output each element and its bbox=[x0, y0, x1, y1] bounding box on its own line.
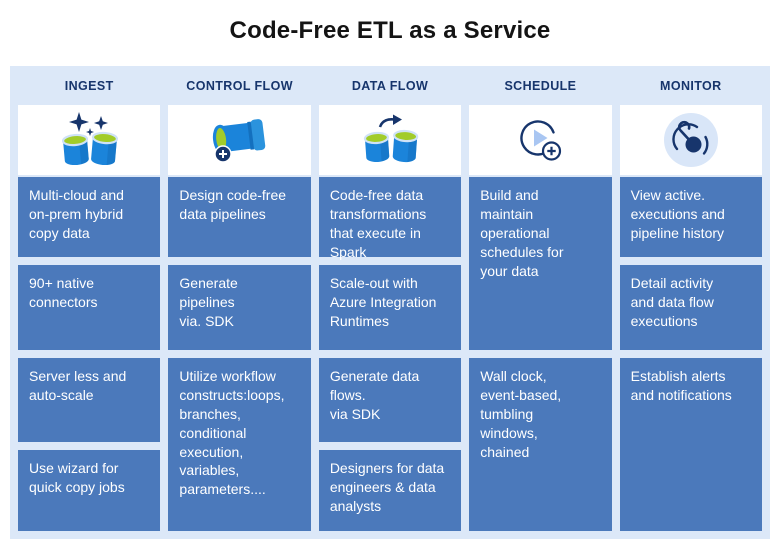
feature-cell: Generate data flows. via SDK bbox=[318, 358, 462, 442]
schedule-clock-plus-icon bbox=[510, 112, 570, 168]
cell-list: Build and maintain operational schedules… bbox=[469, 175, 612, 531]
cell-list: View active. executions and pipeline his… bbox=[619, 175, 763, 531]
icon-cell bbox=[619, 105, 763, 175]
feature-cell: Design code-free data pipelines bbox=[168, 177, 311, 257]
page-title: Code-Free ETL as a Service bbox=[229, 17, 551, 44]
feature-cell: Multi-cloud and on-prem hybrid copy data bbox=[18, 177, 161, 257]
cell-list: Multi-cloud and on-prem hybrid copy data… bbox=[18, 175, 161, 531]
feature-cell: Generate pipelines via. SDK bbox=[168, 265, 311, 350]
column-ingest: INGEST bbox=[18, 66, 161, 531]
column-schedule: SCHEDULE Build and maintain operational … bbox=[469, 66, 612, 531]
feature-cell: Use wizard for quick copy jobs bbox=[18, 450, 161, 531]
column-header-ingest: INGEST bbox=[64, 78, 114, 93]
icon-cell bbox=[168, 105, 311, 175]
feature-cell: Code-free data transformations that exec… bbox=[318, 177, 462, 260]
feature-cell: Scale-out with Azure Integration Runtime… bbox=[318, 265, 462, 350]
data-flow-transfer-icon bbox=[359, 111, 421, 169]
feature-cell: View active. executions and pipeline his… bbox=[619, 177, 763, 257]
feature-cell: Build and maintain operational schedules… bbox=[469, 177, 612, 350]
column-header-control-flow: CONTROL FLOW bbox=[186, 78, 293, 93]
monitor-gauge-icon bbox=[661, 110, 721, 170]
column-header-monitor: MONITOR bbox=[660, 78, 722, 93]
cell-list: Code-free data transformations that exec… bbox=[318, 175, 462, 531]
column-header-schedule: SCHEDULE bbox=[504, 78, 577, 93]
feature-cell: Detail activity and data flow executions bbox=[619, 265, 763, 350]
icon-cell bbox=[469, 105, 612, 175]
icon-cell bbox=[318, 105, 462, 175]
feature-cell: Establish alerts and notifications bbox=[619, 358, 763, 531]
feature-cell: Server less and auto-scale bbox=[18, 358, 161, 442]
feature-cell: Designers for data engineers & data anal… bbox=[318, 450, 462, 531]
feature-cell: Utilize workflow constructs:loops, branc… bbox=[168, 358, 311, 531]
feature-cell: Wall clock, event-based, tumbling window… bbox=[469, 358, 612, 531]
etl-feature-board: INGEST bbox=[10, 66, 770, 539]
icon-cell bbox=[18, 105, 161, 175]
column-header-data-flow: DATA FLOW bbox=[351, 78, 429, 93]
feature-cell: 90+ native connectors bbox=[18, 265, 161, 350]
pipeline-pipe-icon bbox=[208, 111, 272, 169]
column-monitor: MONITOR View active. executions and pipe… bbox=[619, 66, 763, 531]
column-data-flow: DATA FLOW bbox=[318, 66, 462, 531]
ingest-copy-data-icon bbox=[58, 111, 120, 169]
column-control-flow: CONTROL FLOW Design code-free data pipel… bbox=[168, 66, 311, 531]
